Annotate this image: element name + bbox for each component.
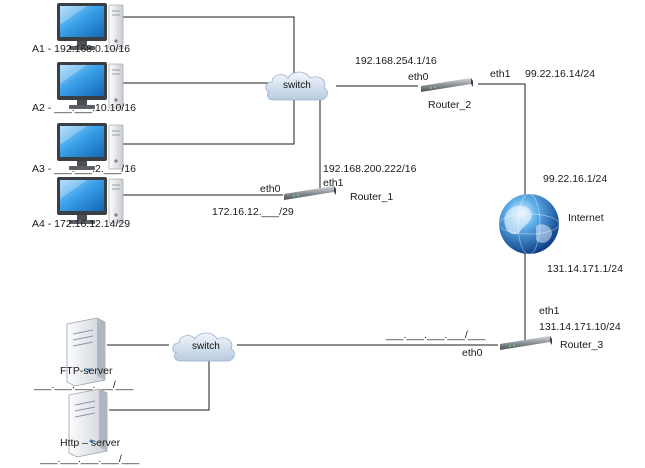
router2-name: Router_2 — [428, 99, 471, 111]
http-server[interactable]: Http – server ___.___.___.___/___ — [39, 388, 139, 465]
switch-top[interactable]: switch — [265, 71, 328, 101]
globe-icon — [498, 193, 560, 255]
host-a3-label: A3 - ___.___.2.___/16 — [32, 163, 136, 175]
router3-name: Router_3 — [560, 339, 603, 351]
wire-a3-switch — [120, 96, 295, 145]
http-server-name: Http – server — [60, 437, 121, 449]
http-server-ip: ___.___.___.___/___ — [39, 453, 139, 465]
wire-router2-internet — [478, 83, 526, 196]
switch-bottom[interactable]: switch — [172, 332, 235, 362]
router-icon — [421, 78, 473, 92]
router1-name: Router_1 — [350, 191, 393, 203]
router1-eth1-ip: 192.168.200.222/16 — [323, 163, 417, 175]
router-1[interactable]: Router_1 eth0 eth1 192.168.200.222/16 17… — [212, 163, 417, 218]
wire-switch-http — [109, 354, 210, 411]
ftp-server-name: FTP-server — [60, 365, 113, 377]
computer-icon — [56, 176, 124, 225]
router2-eth0-label: eth0 — [408, 71, 429, 83]
router1-eth0-label: eth0 — [260, 183, 281, 195]
switch-top-label: switch — [283, 80, 311, 91]
router-3[interactable]: Router_3 eth0 eth1 131.14.171.10/24 ___.… — [385, 305, 621, 359]
ftp-server[interactable]: FTP-server ___.___.___.___/___ — [33, 317, 133, 391]
router3-eth1-ip: 131.14.171.10/24 — [539, 321, 621, 333]
router3-eth0-ip: ___.___.___.___/___ — [385, 329, 485, 341]
host-a3[interactable]: A3 - ___.___.2.___/16 — [32, 122, 136, 175]
router1-eth1-label: eth1 — [323, 177, 344, 189]
switch-bottom-label: switch — [192, 341, 220, 352]
host-a2-label: A2 - ___.___.10.10/16 — [32, 102, 136, 114]
router-icon — [500, 336, 552, 350]
router2-eth1-ip: 99.22.16.14/24 — [525, 68, 595, 80]
host-a1-label: A1 - 192.168.0.10/16 — [32, 43, 130, 55]
router2-eth0-ip: 192.168.254.1/16 — [355, 55, 437, 67]
router-2[interactable]: Router_2 eth0 eth1 192.168.254.1/16 99.2… — [355, 55, 595, 111]
router3-eth1-label: eth1 — [539, 305, 560, 317]
wires — [107, 16, 526, 411]
wire-a1-switch — [120, 16, 295, 78]
host-a2[interactable]: A2 - ___.___.10.10/16 — [32, 61, 136, 114]
router2-eth1-label: eth1 — [490, 68, 511, 80]
host-a4-label: A4 - 172.16.12.14/29 — [32, 218, 130, 230]
internet-ip-top: 99.22.16.1/24 — [543, 173, 607, 185]
internet-ip-bottom: 131.14.171.1/24 — [547, 263, 623, 275]
ftp-server-ip: ___.___.___.___/___ — [33, 379, 133, 391]
host-a4[interactable]: A4 - 172.16.12.14/29 — [32, 176, 130, 230]
router1-eth0-ip: 172.16.12.___/29 — [212, 206, 294, 218]
router3-eth0-label: eth0 — [462, 347, 483, 359]
internet[interactable]: Internet 99.22.16.1/24 131.14.171.1/24 — [498, 173, 623, 275]
internet-label: Internet — [568, 212, 604, 224]
host-a1[interactable]: A1 - 192.168.0.10/16 — [32, 2, 130, 55]
